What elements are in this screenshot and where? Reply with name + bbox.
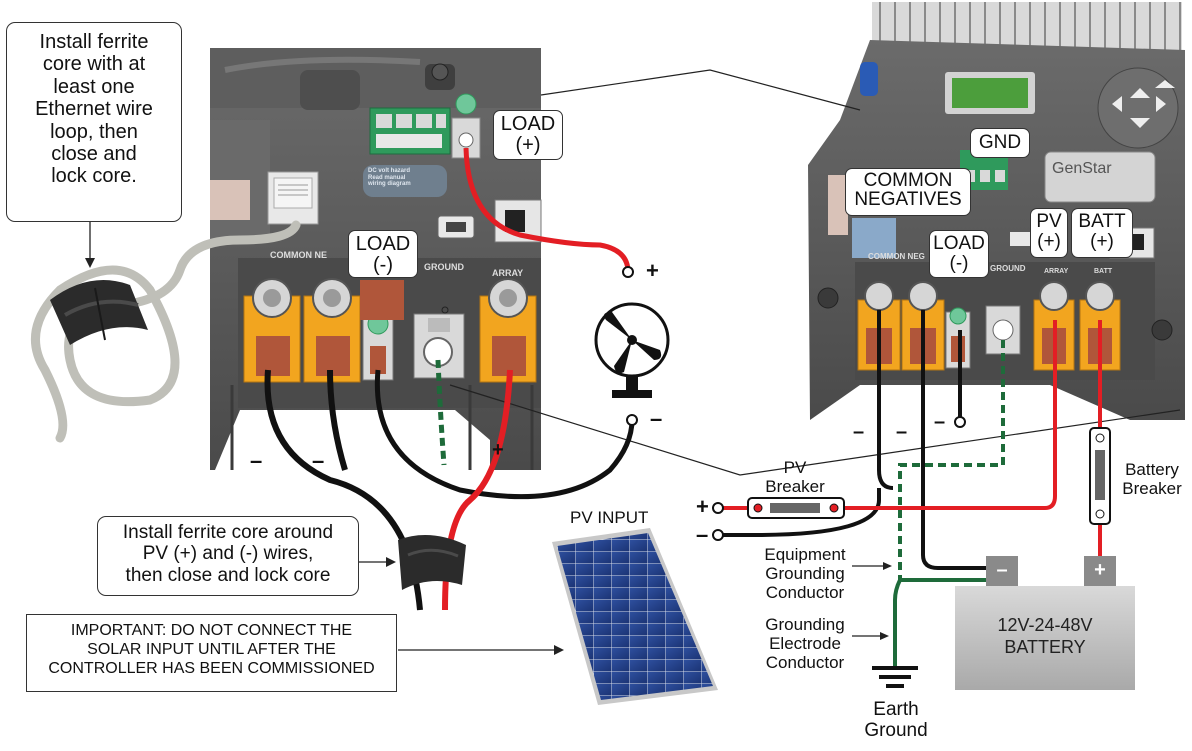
right-common-neg-label: COMMON NEG <box>868 252 925 261</box>
earth-ground-icon <box>872 666 918 688</box>
right-pv-negative-wire <box>718 488 881 537</box>
left-warning-label: DC volt hazard Read manual wiring diagra… <box>368 168 411 188</box>
ferrite-pv-callout: Install ferrite core around PV (+) and (… <box>97 516 359 596</box>
left-load-minus-tag: LOAD (-) <box>348 230 418 278</box>
egc-label: Equipment Grounding Conductor <box>764 545 846 603</box>
left-ground-label: GROUND <box>424 262 464 272</box>
battery-breaker-label: Battery Breaker <box>1122 460 1182 499</box>
battery-negative-terminal: – <box>996 559 1008 581</box>
right-minus-2: – <box>896 421 908 443</box>
common-negatives-tag: COMMON NEGATIVES <box>845 168 971 216</box>
right-battery-negative-wire <box>921 310 990 570</box>
ground-wire-left <box>435 359 447 466</box>
equipment-ground-wire <box>898 340 1005 580</box>
right-ground-label: GROUND <box>990 264 1026 273</box>
right-load-minus-tag: LOAD (-) <box>929 230 989 278</box>
important-warning: IMPORTANT: DO NOT CONNECT THE SOLAR INPU… <box>26 614 397 692</box>
common-negative-stub <box>327 369 348 471</box>
left-load-plus-tag: LOAD (+) <box>493 110 563 160</box>
earth-ground-label: Earth Ground <box>864 699 928 742</box>
battery-positive-terminal: + <box>1094 559 1106 581</box>
battery-icon <box>955 556 1135 690</box>
grounding-electrode-wire <box>893 579 902 668</box>
batt-plus-tag: BATT (+) <box>1071 208 1133 258</box>
battery-label: 12V-24-48V BATTERY <box>997 615 1093 657</box>
load-negative-wire <box>374 369 635 500</box>
battery-breaker-icon <box>1089 427 1111 525</box>
fan-load-icon <box>594 266 670 426</box>
breaker-icon <box>747 497 845 519</box>
ethernet-cable <box>30 220 301 443</box>
ferrite-ethernet-callout: Install ferrite core with at least one E… <box>6 22 182 222</box>
pv-input-label: PV INPUT <box>570 508 649 527</box>
left-common-neg-label: COMMON NE <box>270 250 327 260</box>
ferrite-core-icon <box>50 280 148 345</box>
pv-breaker-label: PV Breaker <box>765 458 825 497</box>
brand-label: GenStar <box>1052 160 1112 177</box>
right-batt-label: BATT <box>1094 268 1113 275</box>
pv-plus-tag: PV (+) <box>1030 208 1068 258</box>
ferrite-core-pv-icon <box>398 535 466 590</box>
right-minus-3: – <box>934 411 946 433</box>
zoom-leader-top <box>540 69 861 111</box>
left-array-label: ARRAY <box>492 268 524 278</box>
right-pv-positive-wire <box>718 320 1057 510</box>
left-minus-2: – <box>312 448 325 473</box>
fan-plus-sign: + <box>646 258 659 283</box>
solar-panel-icon <box>552 528 718 705</box>
fan-minus-sign: – <box>650 406 663 431</box>
right-common-neg-1 <box>877 310 894 490</box>
gnd-tag: GND <box>970 128 1030 158</box>
pv-minus-input-sign: – <box>696 522 709 547</box>
left-plus-array: + <box>492 439 504 461</box>
gec-label: Grounding Electrode Conductor <box>765 615 845 673</box>
right-controller <box>808 2 1185 420</box>
right-array-label: ARRAY <box>1044 268 1069 275</box>
zoom-leader-bottom <box>449 384 1181 476</box>
left-minus-1: – <box>250 448 263 473</box>
pv-plus-input-sign: + <box>696 494 709 519</box>
load-positive-wire <box>463 147 631 273</box>
right-minus-1: – <box>853 421 865 443</box>
